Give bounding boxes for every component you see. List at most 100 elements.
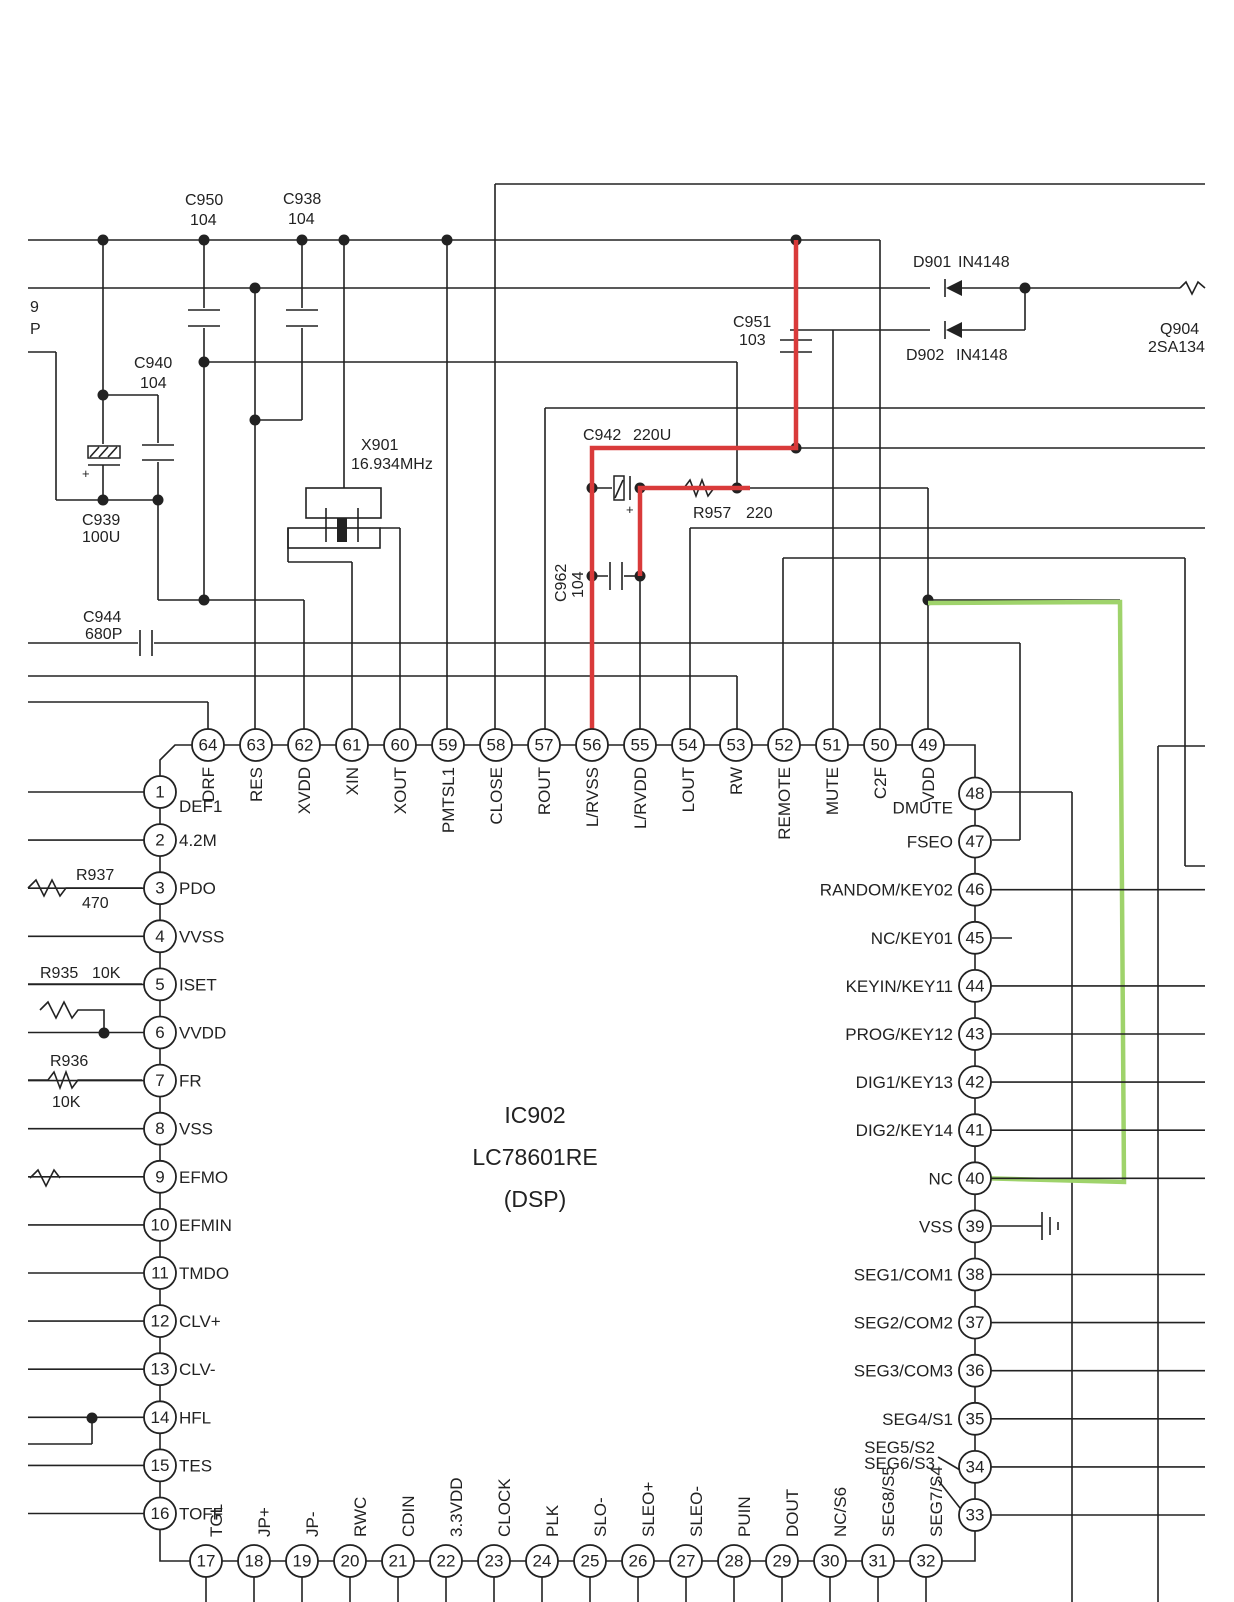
pin-label: ROUT	[535, 767, 554, 815]
pin-label: SLO-	[591, 1497, 610, 1537]
q904-ref: Q904	[1160, 321, 1199, 338]
c944-ref: C944	[83, 609, 121, 626]
pin-47: 47	[958, 824, 992, 859]
pin-13: 13	[143, 1352, 177, 1387]
pin-label: XVDD	[295, 767, 314, 814]
pin-number: 38	[966, 1265, 985, 1284]
pin-number: 33	[966, 1506, 985, 1525]
pin-label: 3.3VDD	[447, 1477, 466, 1537]
pin-label: TMDO	[179, 1264, 229, 1283]
d902-ref: D902	[906, 347, 944, 364]
pin-label: DEF1	[179, 797, 222, 816]
pin-34: 34	[958, 1450, 992, 1484]
pin-label: PMTSL1	[439, 767, 458, 833]
pin-23: 23	[477, 1544, 511, 1578]
pin-21: 21	[381, 1544, 415, 1578]
pin-51: 51	[815, 728, 849, 762]
pin-64: 64	[191, 728, 225, 762]
junction-dot	[296, 234, 308, 246]
junction-dot	[198, 234, 210, 246]
pin-56: 56	[575, 728, 609, 762]
pin-22: 22	[429, 1544, 463, 1578]
pin-62: 62	[287, 728, 321, 762]
q904-resistor	[1179, 280, 1206, 296]
c962-val: 104	[570, 571, 587, 598]
junction-dot	[249, 414, 261, 426]
d901-diode	[944, 279, 962, 297]
c942-capacitor: +	[590, 475, 634, 517]
junction-dot	[97, 389, 109, 401]
res-wiring	[204, 288, 738, 730]
pin-label: L/RVDD	[631, 767, 650, 829]
pin-label: MUTE	[823, 767, 842, 815]
c938-val: 104	[288, 211, 315, 228]
c940-capacitor	[103, 394, 305, 730]
pin-number: 34	[966, 1457, 985, 1476]
pin-label: SEG3/COM3	[854, 1362, 953, 1381]
efmo-resistor	[29, 1168, 61, 1188]
pin-19: 19	[285, 1544, 319, 1578]
pin-label: SEG1/COM1	[854, 1266, 953, 1285]
pin-44: 44	[958, 969, 992, 1003]
pin-40: 40	[958, 1161, 992, 1196]
pin-55: 55	[623, 728, 657, 762]
pin-label: SEG5/S2	[864, 1438, 935, 1457]
pin-label: CLV+	[179, 1312, 221, 1331]
c940-val: 104	[140, 375, 167, 392]
pin-number: 12	[151, 1312, 170, 1331]
d902-val: IN4148	[956, 347, 1008, 364]
junction-dot	[249, 282, 261, 294]
pin-label: TGL	[207, 1504, 226, 1537]
pin-number: 59	[439, 736, 458, 755]
pin-label: RWC	[351, 1497, 370, 1537]
ic-part: LC78601RE	[472, 1144, 597, 1170]
pin-57: 57	[527, 728, 561, 762]
pin-38: 38	[958, 1257, 992, 1292]
c950-capacitor	[188, 240, 220, 600]
pin-label: RANDOM/KEY02	[820, 881, 953, 900]
pin-number: 18	[245, 1552, 264, 1571]
pin-41: 41	[958, 1113, 992, 1148]
pin-number: 50	[871, 736, 890, 755]
pin-18: 18	[237, 1544, 271, 1578]
pin-label: SEG7/S4	[927, 1466, 946, 1537]
x901-crystal	[287, 240, 401, 730]
pin-number: 16	[151, 1504, 170, 1523]
pin-59: 59	[431, 728, 465, 762]
pin-number: 58	[487, 736, 506, 755]
r937-ref: R937	[76, 867, 114, 884]
pin-number: 62	[295, 736, 314, 755]
seg6-leader	[937, 1479, 961, 1509]
pin-label: JP+	[255, 1507, 274, 1537]
pin-number: 44	[966, 976, 985, 995]
pin-label: ISET	[179, 975, 217, 994]
pin-16: 16	[143, 1496, 177, 1531]
pin-label: EFMIN	[179, 1216, 232, 1235]
pin-number: 29	[773, 1552, 792, 1571]
pin-label: VSS	[919, 1217, 953, 1236]
pin-50: 50	[863, 728, 897, 762]
junction-dot	[198, 356, 210, 368]
pin-label: FR	[179, 1072, 202, 1091]
c944-val: 680P	[85, 626, 122, 643]
pin-label: PUIN	[735, 1496, 754, 1537]
r935-resistor	[39, 1000, 105, 1033]
pin-4: 4	[143, 919, 177, 954]
pin-3: 3	[143, 871, 177, 906]
pin-number: 27	[677, 1552, 696, 1571]
edge-label-p: P	[30, 321, 41, 338]
pin-39: 39	[958, 1209, 992, 1244]
pin-number: 61	[343, 736, 362, 755]
pin-1: 1	[143, 775, 177, 809]
pin-26: 26	[621, 1544, 655, 1578]
pin-label: TES	[179, 1456, 212, 1475]
pin-32: 32	[909, 1544, 943, 1578]
right-top-wires	[544, 288, 1205, 867]
pin-number: 7	[155, 1071, 164, 1090]
pin-number: 9	[155, 1167, 164, 1186]
pin-number: 64	[199, 736, 218, 755]
pin-number: 6	[155, 1023, 164, 1042]
r937-val: 470	[82, 895, 109, 912]
